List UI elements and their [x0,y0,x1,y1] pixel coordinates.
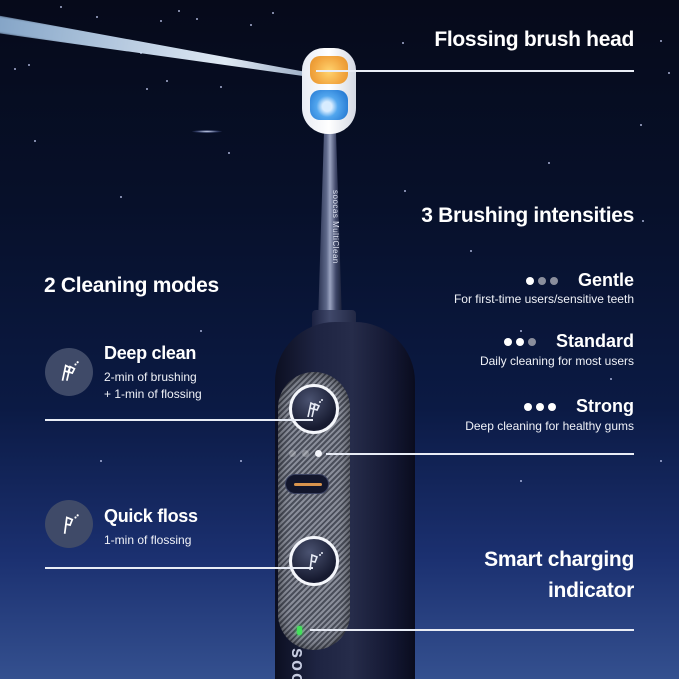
deep-clean-callout-line [45,419,313,421]
charging-title-line2: indicator [548,579,634,602]
intensity-description: Daily cleaning for most users [479,354,634,368]
intensity-led-indicators [289,450,322,457]
lens-flare-star [192,130,222,133]
intensity-strong: Strong [524,396,634,417]
deep-clean-icon [307,399,323,418]
deep-clean-mode-button[interactable] [289,384,339,434]
intensity-name: Strong [576,396,634,416]
mode-name: Deep clean [104,343,197,363]
modes-title: 2 Cleaning modes [44,274,219,297]
charging-led [297,626,302,635]
intensity-name: Gentle [577,270,634,290]
brush-head-title: Flossing brush head [434,28,634,51]
quick-floss-callout-line [45,567,313,569]
neck-label: soocas MultiClean [331,190,340,264]
intensity-led [315,450,322,457]
charging-callout-line [310,629,634,631]
mode-name: Quick floss [104,506,198,526]
blue-bristles [310,90,348,120]
deep-clean-icon [61,361,79,381]
quick-floss-icon-badge [45,500,93,548]
brand-logo: soocas [287,648,308,679]
intensity-name: Standard [555,331,634,351]
intensity-description: Deep cleaning for healthy gums [465,419,634,433]
standard-dots-icon [503,337,536,346]
intensity-led [302,450,309,457]
power-button[interactable] [285,474,329,494]
quick-floss-mode-button[interactable] [289,536,339,586]
mode-description-line1: 1-min of flossing [104,533,192,547]
mode-description-line1: 2-min of brushing [104,370,197,384]
intensities-callout-line [326,453,634,455]
quick-floss-icon [309,552,323,571]
deep-clean-icon-badge [45,348,93,396]
strong-dots-icon [524,402,556,411]
intensity-gentle: Gentle [525,270,634,291]
intensities-title: 3 Brushing intensities [421,204,634,227]
intensity-standard: Standard [503,331,634,352]
gentle-dots-icon [525,276,558,285]
intensity-led [289,450,296,457]
charging-title-line1: Smart charging [484,548,634,571]
mode-description-line2: + 1-min of flossing [104,387,202,401]
brush-head-callout-line [316,70,634,72]
intensity-description: For first-time users/sensitive teeth [453,292,634,306]
quick-floss-icon [63,514,79,534]
